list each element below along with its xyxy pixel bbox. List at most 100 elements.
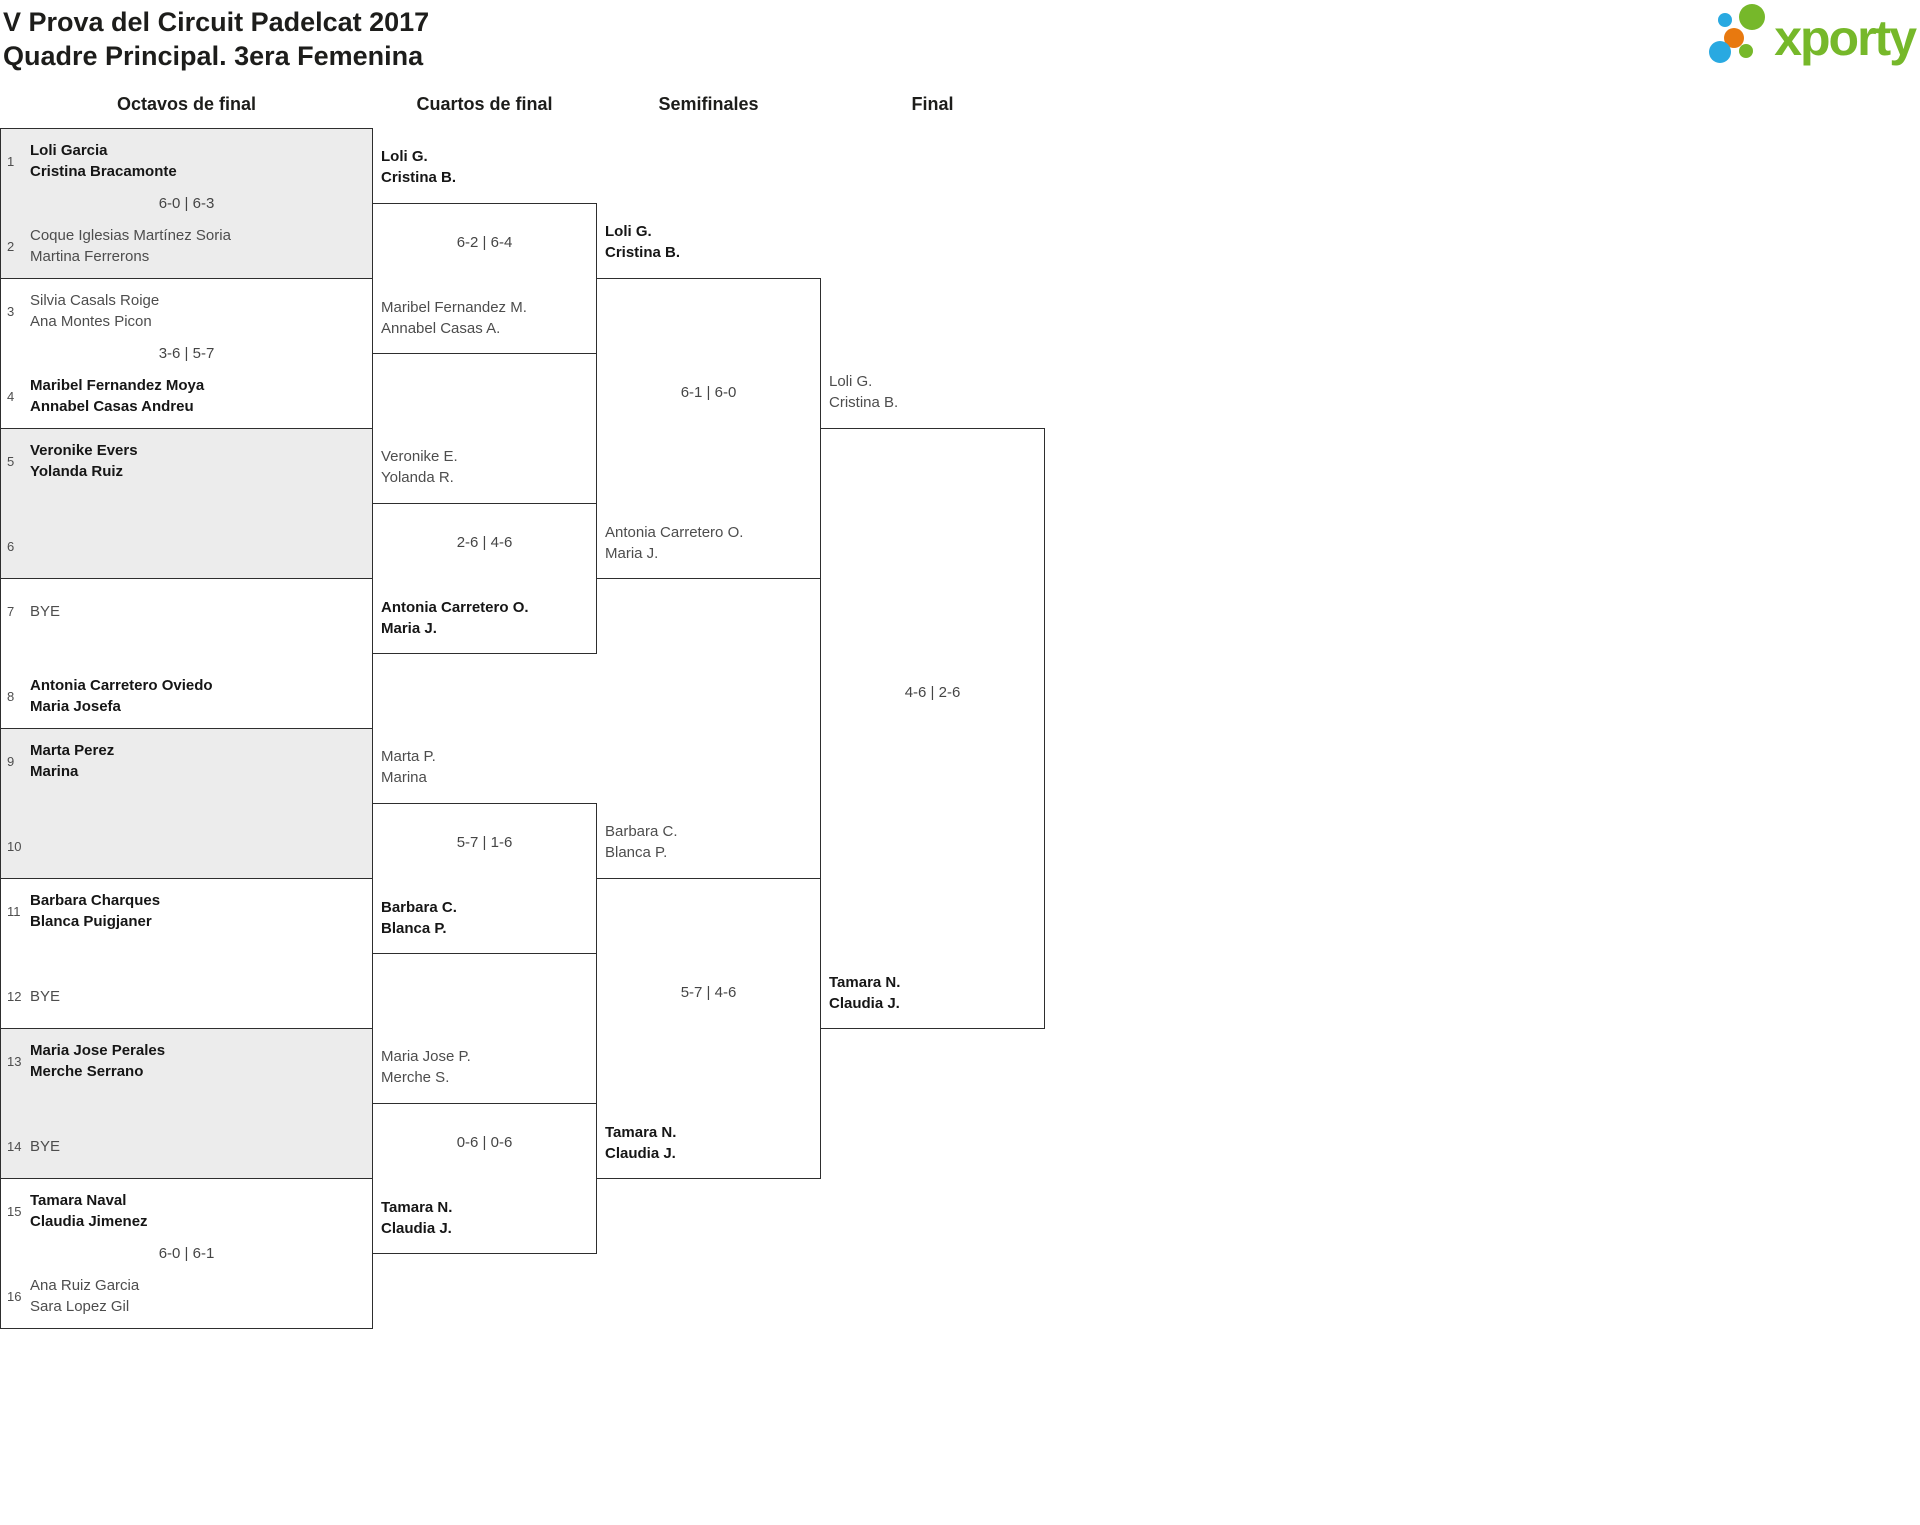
logo-dot-green-small xyxy=(1739,44,1754,58)
sf-match-2-box xyxy=(596,878,821,1179)
seed-number: 13 xyxy=(7,1053,22,1069)
advancing-team-label: Loli G. Cristina B. xyxy=(381,148,457,186)
team-slot-seed-11: 11 Barbara Charques Blanca Puigjaner xyxy=(7,890,367,932)
qf-match-1-box xyxy=(372,203,597,354)
seed-number: 11 xyxy=(7,903,21,919)
logo-dot-blue-large xyxy=(1709,41,1732,63)
seed-number: 8 xyxy=(7,688,15,704)
logo-dot-blue-small xyxy=(1718,13,1733,27)
team-name: BYE xyxy=(30,987,61,1005)
match-score: 2-6 | 4-6 xyxy=(456,534,513,551)
seed-number: 15 xyxy=(7,1203,22,1219)
team-name: Coque Iglesias Martínez Soria Martina Fe… xyxy=(30,227,231,265)
match-score: 4-6 | 2-6 xyxy=(904,684,961,701)
round-header-semifinales: Semifinales xyxy=(658,94,759,114)
team-slot-seed-7: 7 BYE xyxy=(7,590,367,632)
match-score xyxy=(0,643,373,664)
logo-dot-green-large xyxy=(1739,4,1766,30)
team-slot-seed-2: 2 Coque Iglesias Martínez Soria Martina … xyxy=(7,225,367,267)
match-score: 6-2 | 6-4 xyxy=(456,234,513,251)
r16-match-2-box xyxy=(0,278,373,429)
team-slot-seed-1: 1 Loli Garcia Cristina Bracamonte xyxy=(7,140,367,182)
team-name: Maribel Fernandez Moya Annabel Casas And… xyxy=(30,377,205,415)
match-score xyxy=(0,943,373,964)
seed-number: 5 xyxy=(7,453,15,469)
qf-match-3-box xyxy=(372,803,597,954)
team-name: Ana Ruiz Garcia Sara Lopez Gil xyxy=(30,1277,140,1315)
match-score xyxy=(0,1093,373,1114)
team-slot-seed-12: 12 BYE xyxy=(7,975,367,1017)
advancing-team-label: Tamara N. Claudia J. xyxy=(381,1199,453,1237)
team-slot-seed-15: 15 Tamara Naval Claudia Jimenez xyxy=(7,1190,367,1232)
team-name: Silvia Casals Roige Ana Montes Picon xyxy=(30,292,160,330)
advancing-team-label: Maria Jose P. Merche S. xyxy=(381,1048,471,1086)
team-slot-seed-13: 13 Maria Jose Perales Merche Serrano xyxy=(7,1040,367,1082)
seed-number: 6 xyxy=(7,538,15,554)
team-slot-seed-5: 5 Veronike Evers Yolanda Ruiz xyxy=(7,440,367,482)
r16-match-7-box xyxy=(0,1028,373,1179)
r16-match-6-box xyxy=(0,878,373,1029)
seed-number: 2 xyxy=(7,238,15,254)
round-header-octavos: Octavos de final xyxy=(116,94,257,114)
advancing-team-label: Tamara N. Claudia J. xyxy=(605,1124,677,1162)
match-score: 5-7 | 4-6 xyxy=(680,984,737,1001)
page-title: V Prova del Circuit Padelcat 2017 Quadre… xyxy=(3,7,430,71)
match-score: 6-0 | 6-1 xyxy=(158,1245,215,1262)
team-slot-seed-14: 14 BYE xyxy=(7,1125,367,1167)
seed-number: 10 xyxy=(7,838,22,854)
xporty-logo: xporty xyxy=(1708,2,1917,68)
logo-dots-icon xyxy=(1709,4,1766,63)
team-name: BYE xyxy=(30,1137,61,1155)
advancing-team-label: Tamara N. Claudia J. xyxy=(829,974,901,1012)
seed-number: 4 xyxy=(7,388,15,404)
team-slot-seed-6: 6 xyxy=(7,525,367,567)
seed-number: 12 xyxy=(7,988,22,1004)
seed-number: 1 xyxy=(7,153,15,169)
advancing-team-label: Marta P. Marina xyxy=(381,748,436,786)
logo-dot-orange xyxy=(1724,28,1745,48)
logo-wordmark: xporty xyxy=(1774,10,1917,66)
match-score: 0-6 | 0-6 xyxy=(456,1134,513,1151)
match-score: 3-6 | 5-7 xyxy=(158,345,215,362)
team-name: Maria Jose Perales Merche Serrano xyxy=(30,1042,166,1080)
round-header-final: Final xyxy=(911,94,954,114)
round-header-cuartos: Cuartos de final xyxy=(416,94,553,114)
team-slot-seed-9: 9 Marta Perez Marina xyxy=(7,740,367,782)
advancing-team-label: Barbara C. Blanca P. xyxy=(605,823,678,861)
seed-number: 7 xyxy=(7,603,15,619)
advancing-team-label: Veronike E. Yolanda R. xyxy=(381,448,458,486)
seed-number: 3 xyxy=(7,303,15,319)
match-score: 6-1 | 6-0 xyxy=(680,384,737,401)
advancing-team-label: Antonia Carretero O. Maria J. xyxy=(381,599,529,637)
team-name: Antonia Carretero Oviedo Maria Josefa xyxy=(30,677,213,715)
team-slot-seed-3: 3 Silvia Casals Roige Ana Montes Picon xyxy=(7,290,367,332)
team-slot-seed-16: 16 Ana Ruiz Garcia Sara Lopez Gil xyxy=(7,1275,367,1317)
seed-number: 14 xyxy=(7,1138,22,1154)
r16-match-4-box xyxy=(0,578,373,729)
team-slot-seed-10: 10 xyxy=(7,825,367,867)
seed-number: 16 xyxy=(7,1288,22,1304)
advancing-team-label: Loli G. Cristina B. xyxy=(605,223,681,261)
sf-match-1-box xyxy=(596,278,821,579)
match-score xyxy=(0,493,373,514)
seed-number: 9 xyxy=(7,753,15,769)
team-name: Veronike Evers Yolanda Ruiz xyxy=(30,442,138,480)
advancing-team-label: Antonia Carretero O. Maria J. xyxy=(605,524,744,562)
team-name: Barbara Charques Blanca Puigjaner xyxy=(30,892,161,930)
qf-match-2-box xyxy=(372,503,597,654)
team-name: Marta Perez Marina xyxy=(30,742,115,780)
final-match-box xyxy=(820,428,1045,1029)
team-name: BYE xyxy=(30,602,61,620)
advancing-team-label: Loli G. Cristina B. xyxy=(829,373,899,411)
advancing-team-label: Barbara C. Blanca P. xyxy=(381,899,457,937)
advancing-team-label: Maribel Fernandez M. Annabel Casas A. xyxy=(381,299,527,337)
team-slot-seed-8: 8 Antonia Carretero Oviedo Maria Josefa xyxy=(7,675,367,717)
team-name: Loli Garcia Cristina Bracamonte xyxy=(30,142,177,180)
match-score: 5-7 | 1-6 xyxy=(456,834,513,851)
r16-match-8-box xyxy=(0,1178,373,1329)
team-name: Tamara Naval Claudia Jimenez xyxy=(30,1192,148,1230)
match-score: 6-0 | 6-3 xyxy=(158,195,215,212)
team-slot-seed-4: 4 Maribel Fernandez Moya Annabel Casas A… xyxy=(7,375,367,417)
qf-match-4-box xyxy=(372,1103,597,1254)
